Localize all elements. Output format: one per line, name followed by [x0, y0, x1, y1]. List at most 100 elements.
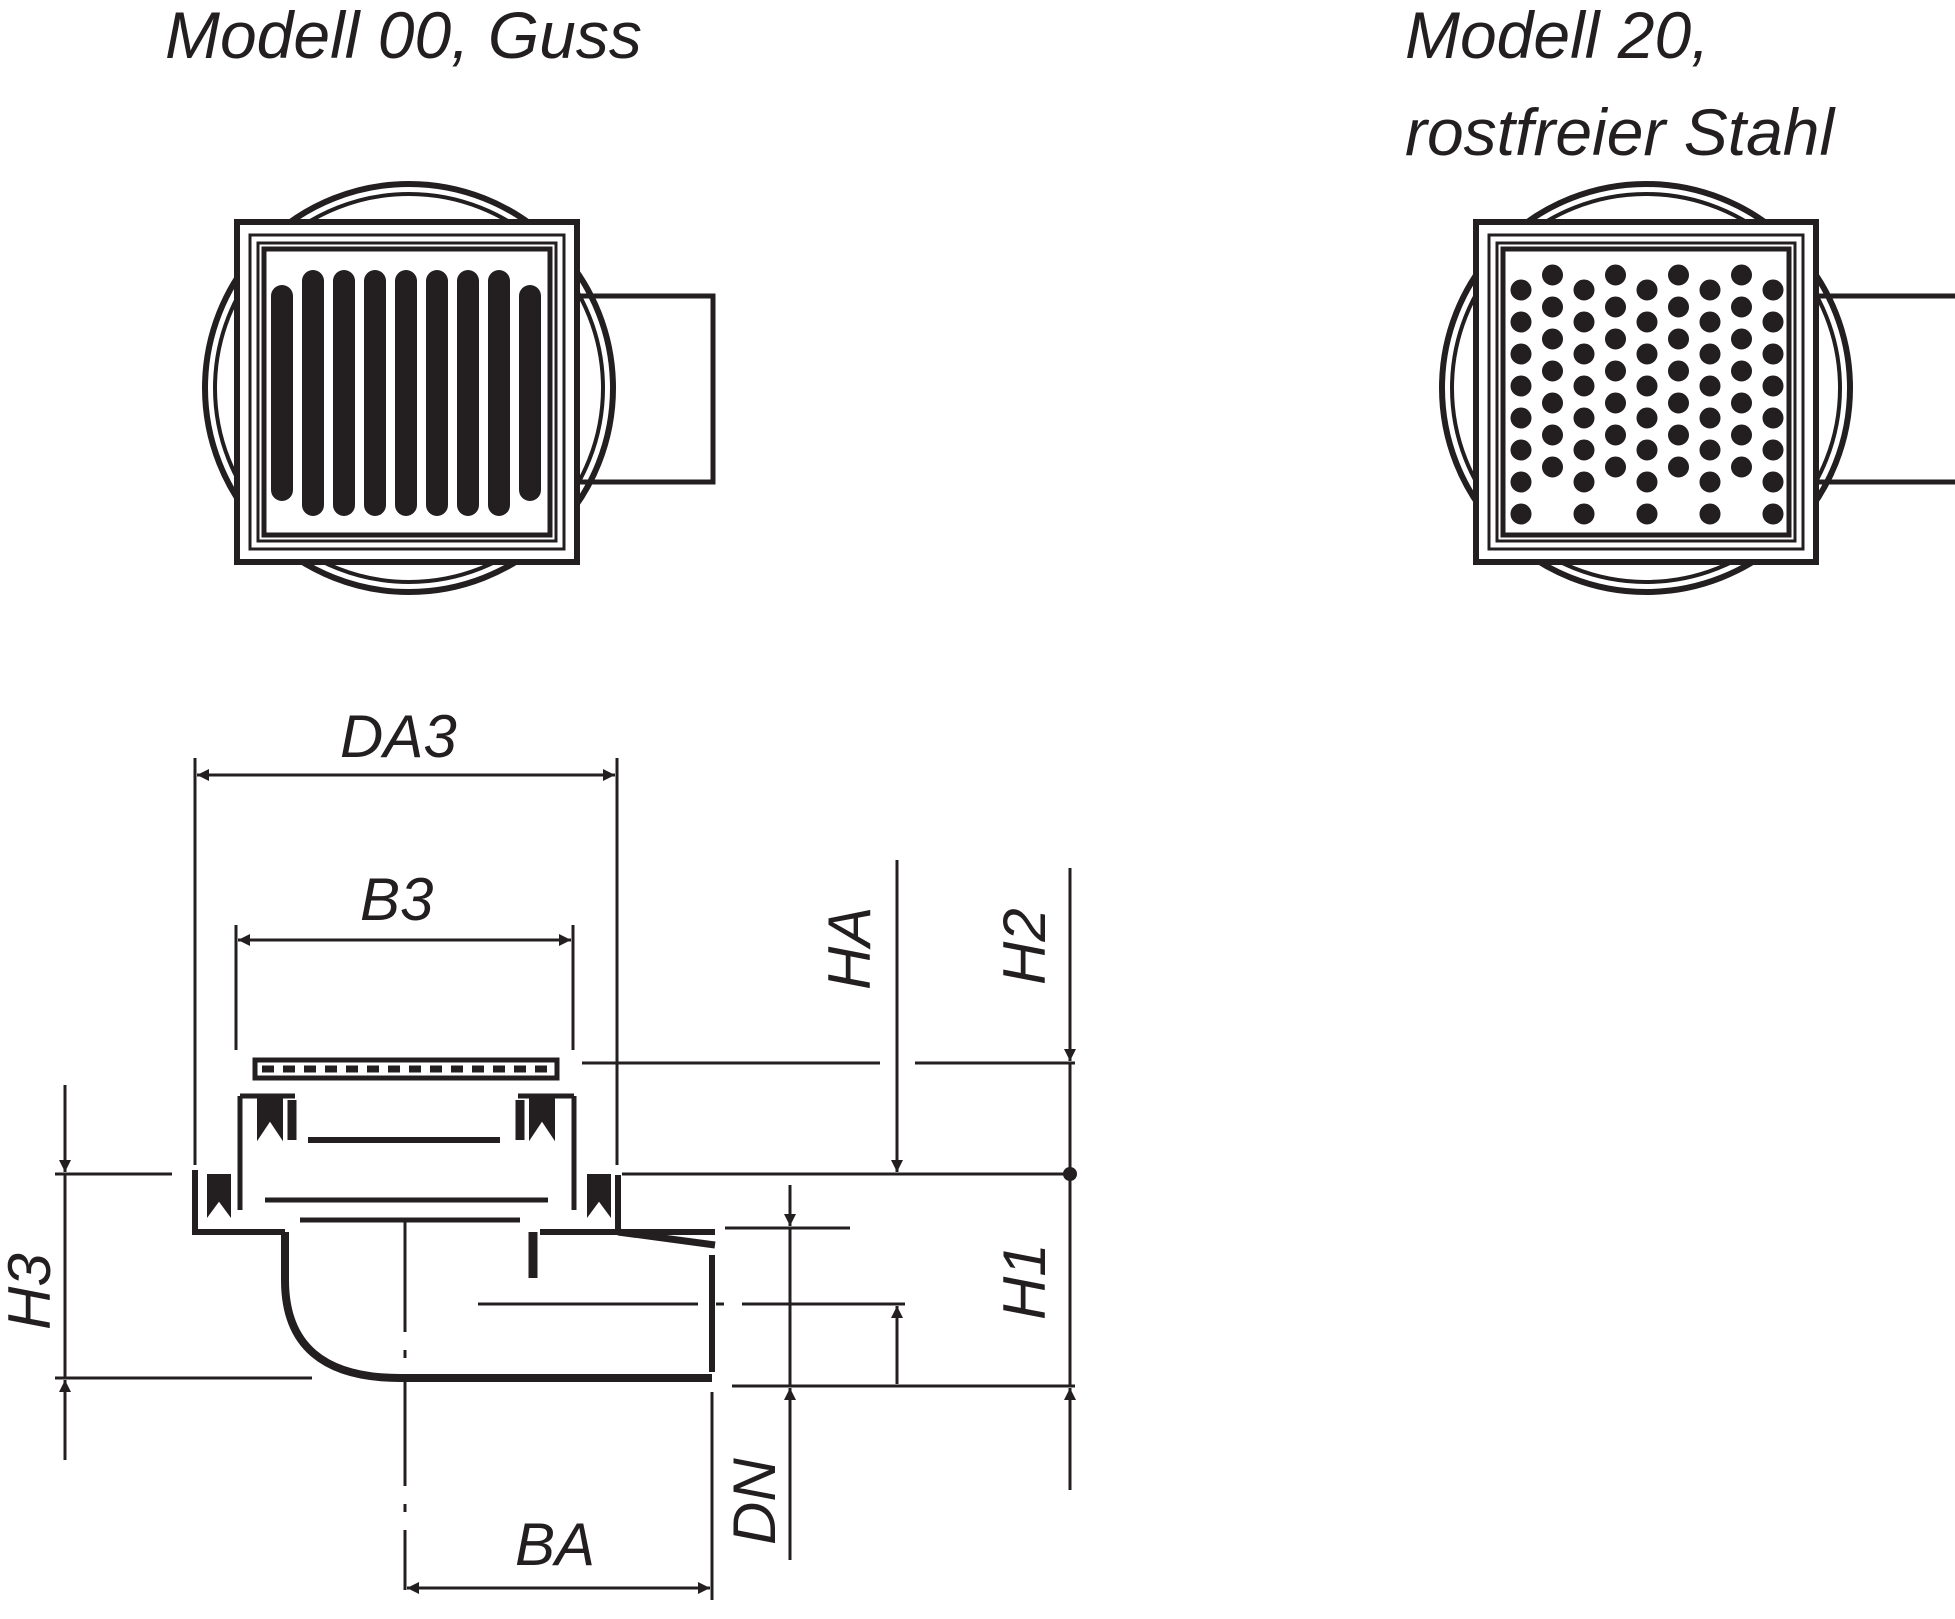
perforation-hole	[1731, 360, 1752, 382]
perforation-hole	[1573, 279, 1595, 301]
dimension-label-b3: B3	[360, 866, 433, 933]
frame-inner-line	[1487, 233, 1805, 551]
perforation-hole	[1510, 439, 1532, 461]
grate-plate	[261, 246, 553, 538]
perforation-hole	[1762, 471, 1784, 493]
section-view	[192, 1057, 905, 1590]
grate-slot	[364, 270, 386, 516]
grate-slot	[519, 285, 541, 501]
perforation-hole	[1510, 375, 1532, 397]
perforation-hole	[1668, 264, 1689, 286]
perforation-hole	[1699, 439, 1721, 461]
perforation-hole	[1573, 311, 1595, 333]
seal-lower-left	[207, 1174, 231, 1219]
grate-slot	[271, 285, 293, 501]
perforation-hole	[1731, 392, 1752, 414]
title-model-20-line1: Modell 20,	[1405, 0, 1710, 72]
drain-body-inner-circle	[1450, 192, 1842, 584]
elbow-outer-wall	[281, 1232, 712, 1382]
grate-slot	[333, 270, 355, 516]
dimension-label-dn: DN	[721, 1458, 788, 1545]
grate-plate	[1500, 246, 1792, 538]
perforation-hole	[1636, 439, 1658, 461]
drain-body-outer-circle	[1439, 181, 1853, 595]
grate-slots	[271, 270, 541, 516]
frame-inner-line-2	[256, 241, 558, 543]
perforation-hole	[1731, 328, 1752, 350]
perforation-hole	[1605, 328, 1626, 350]
perforation-hole	[1636, 343, 1658, 365]
perforation-hole	[1510, 503, 1532, 525]
perforation-hole	[1636, 503, 1658, 525]
perforation-hole	[1573, 439, 1595, 461]
perforation-hole	[1699, 407, 1721, 429]
perforation-hole	[1605, 264, 1626, 286]
perforation-hole	[1668, 424, 1689, 446]
perforation-hole	[1762, 375, 1784, 397]
perforation-hole	[1605, 456, 1626, 478]
dimension-label-h1: H1	[991, 1243, 1058, 1320]
dimension-label-ba: BA	[515, 1511, 595, 1578]
grate-slot	[488, 270, 510, 516]
perforation-hole	[1762, 407, 1784, 429]
perforation-hole	[1699, 375, 1721, 397]
dimension-label-da3: DA3	[340, 703, 457, 770]
perforation-hole	[1699, 311, 1721, 333]
perforation-hole	[1573, 471, 1595, 493]
top-view-model-00	[202, 181, 716, 595]
perforation-hole	[1605, 296, 1626, 318]
perforation-hole	[1668, 296, 1689, 318]
perforation-hole	[1636, 407, 1658, 429]
perforation-hole	[1731, 424, 1752, 446]
perforation-hole	[1636, 311, 1658, 333]
perforation-hole	[1668, 392, 1689, 414]
perforation-hole	[1573, 407, 1595, 429]
seal-profile-right	[529, 1095, 555, 1142]
grate-slot	[302, 270, 324, 516]
grate-slot	[457, 270, 479, 516]
perforation-hole	[1510, 471, 1532, 493]
perforation-hole	[1699, 503, 1721, 525]
perforation-hole	[1605, 360, 1626, 382]
perforation-hole	[1731, 296, 1752, 318]
perforation-hole	[1605, 392, 1626, 414]
perforation-hole	[1605, 424, 1626, 446]
perforation-hole	[1510, 407, 1532, 429]
perforation-hole	[1668, 360, 1689, 382]
title-model-00: Modell 00, Guss	[165, 0, 642, 72]
perforation-hole	[1542, 456, 1563, 478]
drain-body-inner-circle	[213, 192, 605, 584]
top-view-model-20	[1439, 181, 1955, 595]
perforation-hole	[1731, 264, 1752, 286]
perforation-hole	[1762, 439, 1784, 461]
perforation-hole	[1762, 503, 1784, 525]
perforation-hole	[1699, 343, 1721, 365]
perforation-hole	[1762, 311, 1784, 333]
drain-body-outer-circle	[202, 181, 616, 595]
dimension-label-h3: H3	[0, 1253, 63, 1330]
perforation-hole	[1636, 279, 1658, 301]
grate-slot	[395, 270, 417, 516]
perforation-hole	[1573, 503, 1595, 525]
perforation-hole	[1636, 471, 1658, 493]
perforation-hole	[1573, 343, 1595, 365]
perforation-hole	[1699, 279, 1721, 301]
perforation-holes	[1510, 264, 1784, 525]
perforation-hole	[1542, 392, 1563, 414]
perforation-hole	[1636, 375, 1658, 397]
dimension-label-h2: H2	[991, 908, 1058, 985]
seal-lower-right	[587, 1174, 611, 1219]
grate-section	[252, 1057, 560, 1081]
perforation-hole	[1542, 360, 1563, 382]
perforation-hole	[1510, 343, 1532, 365]
perforation-hole	[1510, 311, 1532, 333]
perforation-hole	[1510, 279, 1532, 301]
perforation-hole	[1542, 328, 1563, 350]
perforation-hole	[1668, 328, 1689, 350]
perforation-hole	[1699, 471, 1721, 493]
perforation-hole	[1542, 424, 1563, 446]
dimension-label-ha: HA	[816, 907, 883, 990]
body-flange-left	[192, 1170, 285, 1235]
frame-inner-line	[248, 233, 566, 551]
